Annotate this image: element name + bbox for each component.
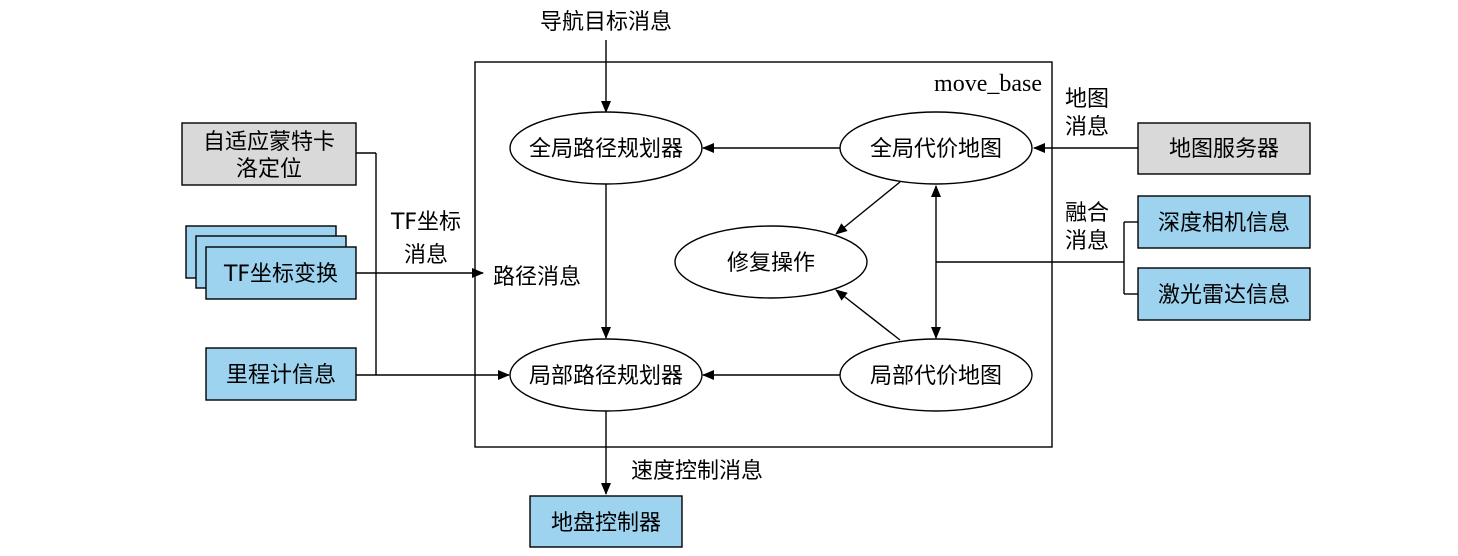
tf-msg-label-2: 消息 [404, 243, 448, 268]
amcl-label-2: 洛定位 [236, 157, 302, 182]
map-server-label: 地图服务器 [1169, 137, 1279, 162]
depth-camera-label: 深度相机信息 [1158, 211, 1290, 236]
odometry-box [205, 347, 357, 401]
odometry-label: 里程计信息 [226, 363, 336, 388]
global-to-recovery-arrow [835, 181, 901, 235]
amcl-box [181, 122, 357, 186]
local-to-recovery-arrow [835, 289, 901, 341]
move-base-title: move_base [934, 71, 1042, 97]
move-base-frame [474, 61, 1053, 448]
fusion-msg-label-2: 消息 [1065, 229, 1109, 254]
map-msg-label-2: 消息 [1065, 115, 1109, 140]
lidar-box [1137, 267, 1311, 321]
global-costmap-label: 全局代价地图 [870, 137, 1002, 162]
recovery-label: 修复操作 [727, 251, 815, 276]
local-planner-label: 局部路径规划器 [529, 364, 683, 389]
path-msg-label: 路径消息 [493, 265, 581, 290]
tf-transform-box [205, 246, 357, 300]
lidar-label: 激光雷达信息 [1158, 283, 1290, 308]
fusion-msg-label-1: 融合 [1065, 201, 1109, 226]
global-planner-label: 全局路径规划器 [529, 137, 683, 162]
amcl-label-1: 自适应蒙特卡 [203, 130, 335, 155]
nav-goal-label: 导航目标消息 [540, 10, 672, 35]
tf-msg-label-1: TF坐标 [390, 210, 461, 235]
velocity-msg-label: 速度控制消息 [631, 459, 763, 484]
depth-camera-box [1137, 195, 1311, 249]
map-msg-label-1: 地图 [1065, 87, 1109, 112]
recovery-node [674, 225, 868, 299]
map-server-box [1137, 122, 1311, 175]
tf-transform-label: TF坐标变换 [223, 262, 338, 287]
base-controller-box [529, 495, 683, 548]
local-costmap-label: 局部代价地图 [870, 364, 1002, 389]
base-controller-label: 地盘控制器 [551, 511, 661, 536]
